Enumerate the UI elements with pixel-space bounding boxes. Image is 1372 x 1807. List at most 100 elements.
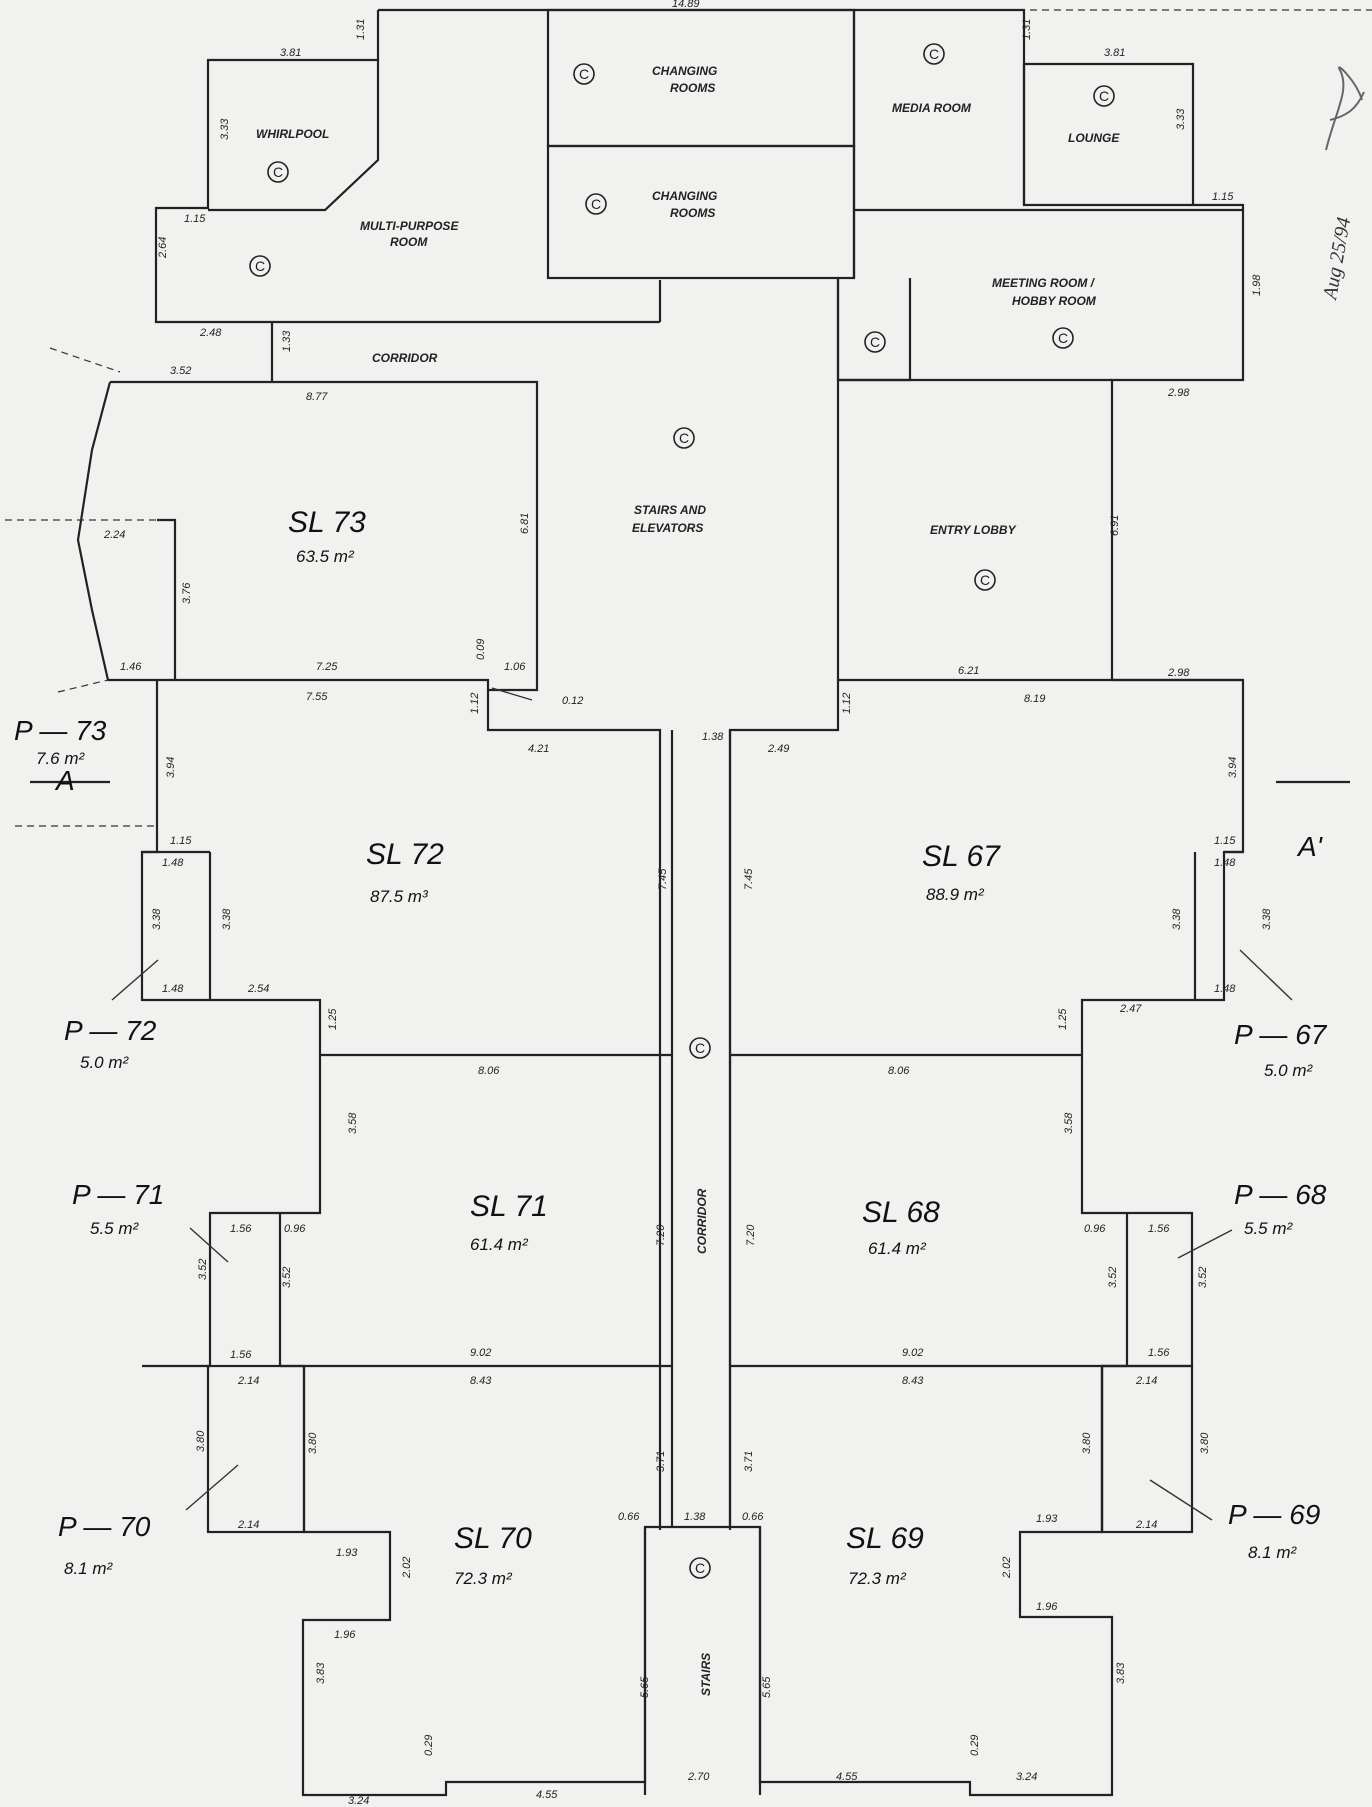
dimension-label: 2.48 [199,327,222,339]
dimension-label: 2.14 [237,1375,259,1387]
svg-text:C: C [980,572,990,588]
dimension-label: 1.56 [230,1223,252,1235]
dimension-label: 3.81 [1104,47,1125,59]
common-marker: C [585,193,607,215]
dimension-label: 3.81 [280,47,301,59]
lot-sl70: SL 70 [454,1522,532,1555]
svg-text:C: C [870,334,880,350]
dimension-label: 3.94 [165,757,177,778]
parking-p73: P — 73 [14,715,107,746]
common-marker: C [249,255,271,277]
parking-p67-area: 5.0 m² [1264,1061,1314,1080]
dimension-label: 9.02 [902,1347,923,1359]
stairs-elevators-label: ELEVATORS [632,521,703,535]
dimension-label: 3.52 [1107,1267,1119,1288]
svg-text:C: C [579,66,589,82]
common-marker: C [1052,327,1074,349]
dimension-label: 6.81 [519,513,531,534]
stairs-label: STAIRS [699,1653,713,1696]
dimension-label: 1.93 [1036,1513,1058,1525]
lot-sl73-area: 63.5 m² [296,547,355,566]
dimension-label: 8.06 [478,1065,500,1077]
dimension-label: 8.43 [470,1375,492,1387]
parking-p68-area: 5.5 m² [1244,1219,1294,1238]
dimension-label: 4.55 [536,1789,558,1801]
dimension-label: 6.21 [958,665,979,677]
dimension-label: 2.49 [767,743,789,755]
parking-p73-area: 7.6 m² [36,749,86,768]
handwritten-date: Aug 25/94 [1319,216,1355,303]
dimension-label: 7.20 [745,1224,757,1246]
dimension-label: 1.48 [162,857,184,869]
common-marker: C [923,43,945,65]
walls [76,8,1245,1797]
dimension-label: 1.33 [281,330,293,352]
section-a-prime-label: A' [1296,831,1324,862]
parking-p67: P — 67 [1234,1019,1328,1050]
dimension-label: 0.66 [618,1511,640,1523]
media-room-label: MEDIA ROOM [892,101,972,115]
dimension-label: 7.20 [655,1224,667,1246]
dimension-label: 3.38 [1171,908,1183,930]
dimension-label: 8.43 [902,1375,924,1387]
dimension-label: 3.80 [1199,1432,1211,1454]
dimension-label: 0.29 [969,1735,981,1756]
svg-text:C: C [1058,330,1068,346]
dimension-label: 3.52 [281,1267,293,1288]
changing-rooms-label: CHANGING [652,64,717,78]
dimension-label: 4.55 [836,1771,858,1783]
lot-sl68: SL 68 [862,1196,940,1229]
dimension-label: 1.38 [702,731,724,743]
dimension-label: 1.93 [336,1547,358,1559]
dimension-label: 0.96 [284,1223,306,1235]
parking-p70: P — 70 [58,1511,151,1542]
lot-sl73: SL 73 [288,506,366,539]
dimension-label: 1.48 [1214,983,1236,995]
dimension-label: 1.31 [1021,19,1033,40]
svg-text:C: C [929,46,939,62]
dimension-label: 4.21 [528,743,549,755]
changing-rooms-label: ROOMS [670,81,715,95]
dimension-label: 0.96 [1084,1223,1106,1235]
dimension-label: 1.48 [162,983,184,995]
dimension-label: 0.09 [475,639,487,660]
dimension-label: 3.52 [170,365,191,377]
dimension-label: 8.19 [1024,693,1045,705]
dimension-label: 3.80 [195,1430,207,1452]
section-lines [5,9,1372,827]
dimension-label: 2.54 [247,983,269,995]
corridor-top-label: CORRIDOR [372,351,438,365]
lot-sl70-area: 72.3 m² [454,1569,513,1588]
lot-sl71: SL 71 [470,1190,548,1223]
dimension-label: 0.29 [423,1735,435,1756]
dimension-label: 1.48 [1214,857,1236,869]
dimension-label: 1.25 [327,1008,339,1030]
dimension-label: 5.65 [761,1676,773,1698]
dimension-label: 1.96 [334,1629,356,1641]
dimension-label: 7.55 [306,691,328,703]
dimension-label: 3.76 [181,582,193,604]
dimension-label: 3.58 [1063,1112,1075,1134]
parking-p70-area: 8.1 m² [64,1559,114,1578]
lot-sl69: SL 69 [846,1522,924,1555]
strata-lots: SL 73 63.5 m² SL 72 87.5 m³ SL 67 88.9 m… [288,506,1001,1588]
meeting-room-label: MEETING ROOM / [992,276,1096,290]
parking-p69: P — 69 [1228,1499,1320,1530]
dimension-label: 1.46 [120,661,142,673]
multi-purpose-room-label: MULTI-PURPOSE [360,219,459,233]
dimension-label: 1.06 [504,661,526,673]
top-dimension: 14.89 [672,0,700,10]
whirlpool-label: WHIRLPOOL [256,127,329,141]
parking-p72: P — 72 [64,1015,157,1046]
room-labels: 14.89 WHIRLPOOL CHANGING ROOMS CHANGING … [256,0,1120,1696]
dimension-label: 2.64 [157,237,169,259]
corridor-label: CORRIDOR [695,1188,709,1254]
dimension-label: 7.45 [657,868,669,890]
svg-text:C: C [695,1560,705,1576]
lot-sl71-area: 61.4 m² [470,1235,529,1254]
changing-rooms-label: ROOMS [670,206,715,220]
section-a-label: A [54,765,75,796]
dimension-label: 2.24 [103,529,125,541]
multi-purpose-room-label: ROOM [390,235,428,249]
